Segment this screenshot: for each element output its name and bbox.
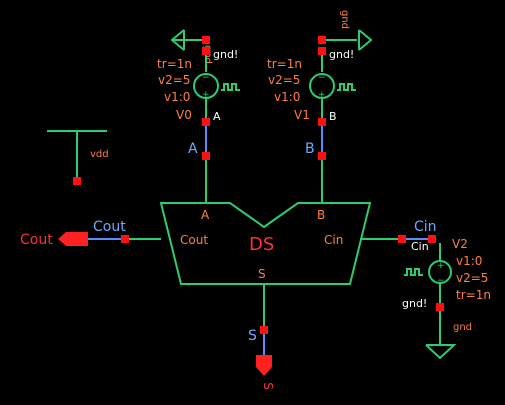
gnd-left-icon bbox=[170, 29, 185, 51]
ds-pin-cin-label: Cin bbox=[324, 233, 343, 247]
source-v2[interactable]: + − V2 v1:0 v2=5 tr=1n gnd! gnd bbox=[402, 237, 491, 360]
v0-gnd-pin-top[interactable] bbox=[202, 36, 210, 44]
gnd-right-icon bbox=[358, 29, 373, 51]
cout-port-arrow-icon[interactable] bbox=[58, 232, 88, 246]
v1-v2: v2=5 bbox=[268, 73, 300, 87]
pulse-icon bbox=[404, 268, 423, 276]
net-a-label: A bbox=[188, 141, 198, 157]
v2-gnd-label: gnd! bbox=[402, 297, 427, 310]
v2-v2: v2=5 bbox=[456, 271, 488, 285]
ds-block-name: DS bbox=[249, 234, 274, 255]
s-connection[interactable]: S S bbox=[248, 284, 275, 390]
gnd-bottom-label: gnd bbox=[453, 322, 472, 333]
cin-connection[interactable]: Cin Cin bbox=[360, 219, 441, 260]
v2-tr: tr=1n bbox=[456, 288, 491, 302]
pulse-icon bbox=[221, 83, 240, 91]
v2-gnd-pin[interactable] bbox=[436, 303, 444, 311]
v0-gnd-label: gnd! bbox=[213, 48, 238, 61]
ds-block-outline[interactable] bbox=[159, 202, 372, 285]
v1-name: V1 bbox=[294, 108, 310, 122]
v1-gnd-pin-top[interactable] bbox=[318, 36, 326, 44]
cin-node-label: Cin bbox=[411, 240, 429, 253]
source-v1[interactable]: gnd gnd! − + tr=1n v2=5 v1:0 V1 B B bbox=[267, 10, 373, 203]
net-s-label: S bbox=[248, 328, 257, 344]
ds-pin-b-label: B bbox=[317, 208, 325, 222]
svg-text:+: + bbox=[437, 261, 445, 271]
v1-gnd-pin[interactable] bbox=[318, 47, 326, 55]
ds-pin-cout-label: Cout bbox=[180, 233, 208, 247]
v0-plus-pin[interactable] bbox=[202, 118, 210, 126]
cin-pin-right[interactable] bbox=[428, 235, 436, 243]
svg-text:+: + bbox=[318, 90, 326, 100]
v1-gnd-label: gnd! bbox=[329, 48, 354, 61]
v1-tr: tr=1n bbox=[267, 57, 302, 71]
s-pin[interactable] bbox=[260, 326, 268, 334]
v0-v1: v1:0 bbox=[164, 90, 190, 104]
v0-v2: v2=5 bbox=[158, 73, 190, 87]
pulse-icon bbox=[337, 83, 356, 91]
svg-text:−: − bbox=[318, 73, 326, 83]
ds-pin-s-label: S bbox=[258, 267, 266, 281]
vdd-symbol[interactable]: vdd bbox=[47, 130, 109, 185]
svg-text:−: − bbox=[437, 276, 445, 286]
v0-node-label: A bbox=[213, 110, 221, 123]
gnd-right-label: gnd bbox=[339, 10, 350, 29]
ds-pin-a-label: A bbox=[201, 208, 210, 222]
cin-pin-left[interactable] bbox=[398, 235, 406, 243]
v2-name: V2 bbox=[452, 237, 468, 251]
v1-v1: v1:0 bbox=[274, 90, 300, 104]
ds-pin-a-top[interactable] bbox=[202, 152, 210, 160]
ground-bottom-icon bbox=[425, 344, 457, 360]
net-b-label: B bbox=[305, 141, 315, 157]
v0-tr: tr=1n bbox=[157, 57, 192, 71]
net-cout-label: Cout bbox=[93, 219, 126, 235]
cout-connection[interactable]: Cout Cout bbox=[20, 219, 161, 248]
cout-port-label: Cout bbox=[20, 232, 53, 248]
net-cin-label: Cin bbox=[414, 219, 437, 235]
v2-v1: v1:0 bbox=[456, 254, 482, 268]
v0-gnd-pin[interactable] bbox=[202, 47, 210, 55]
ds-pin-b-top[interactable] bbox=[318, 152, 326, 160]
s-port-label: S bbox=[261, 382, 275, 390]
cout-pin[interactable] bbox=[121, 235, 129, 243]
s-port-arrow-icon[interactable] bbox=[256, 355, 272, 376]
ds-block[interactable]: DS A B Cout Cin S bbox=[159, 202, 372, 285]
svg-text:−: − bbox=[202, 73, 210, 83]
v1-plus-pin[interactable] bbox=[318, 118, 326, 126]
vdd-label: vdd bbox=[90, 149, 109, 160]
v1-node-label: B bbox=[329, 110, 337, 123]
v0-name: V0 bbox=[176, 108, 192, 122]
vdd-pin[interactable] bbox=[73, 177, 81, 185]
svg-text:+: + bbox=[202, 90, 210, 100]
source-v0[interactable]: gnd gnd! − + tr=1n v2=5 v1:0 V0 A A bbox=[157, 29, 240, 203]
